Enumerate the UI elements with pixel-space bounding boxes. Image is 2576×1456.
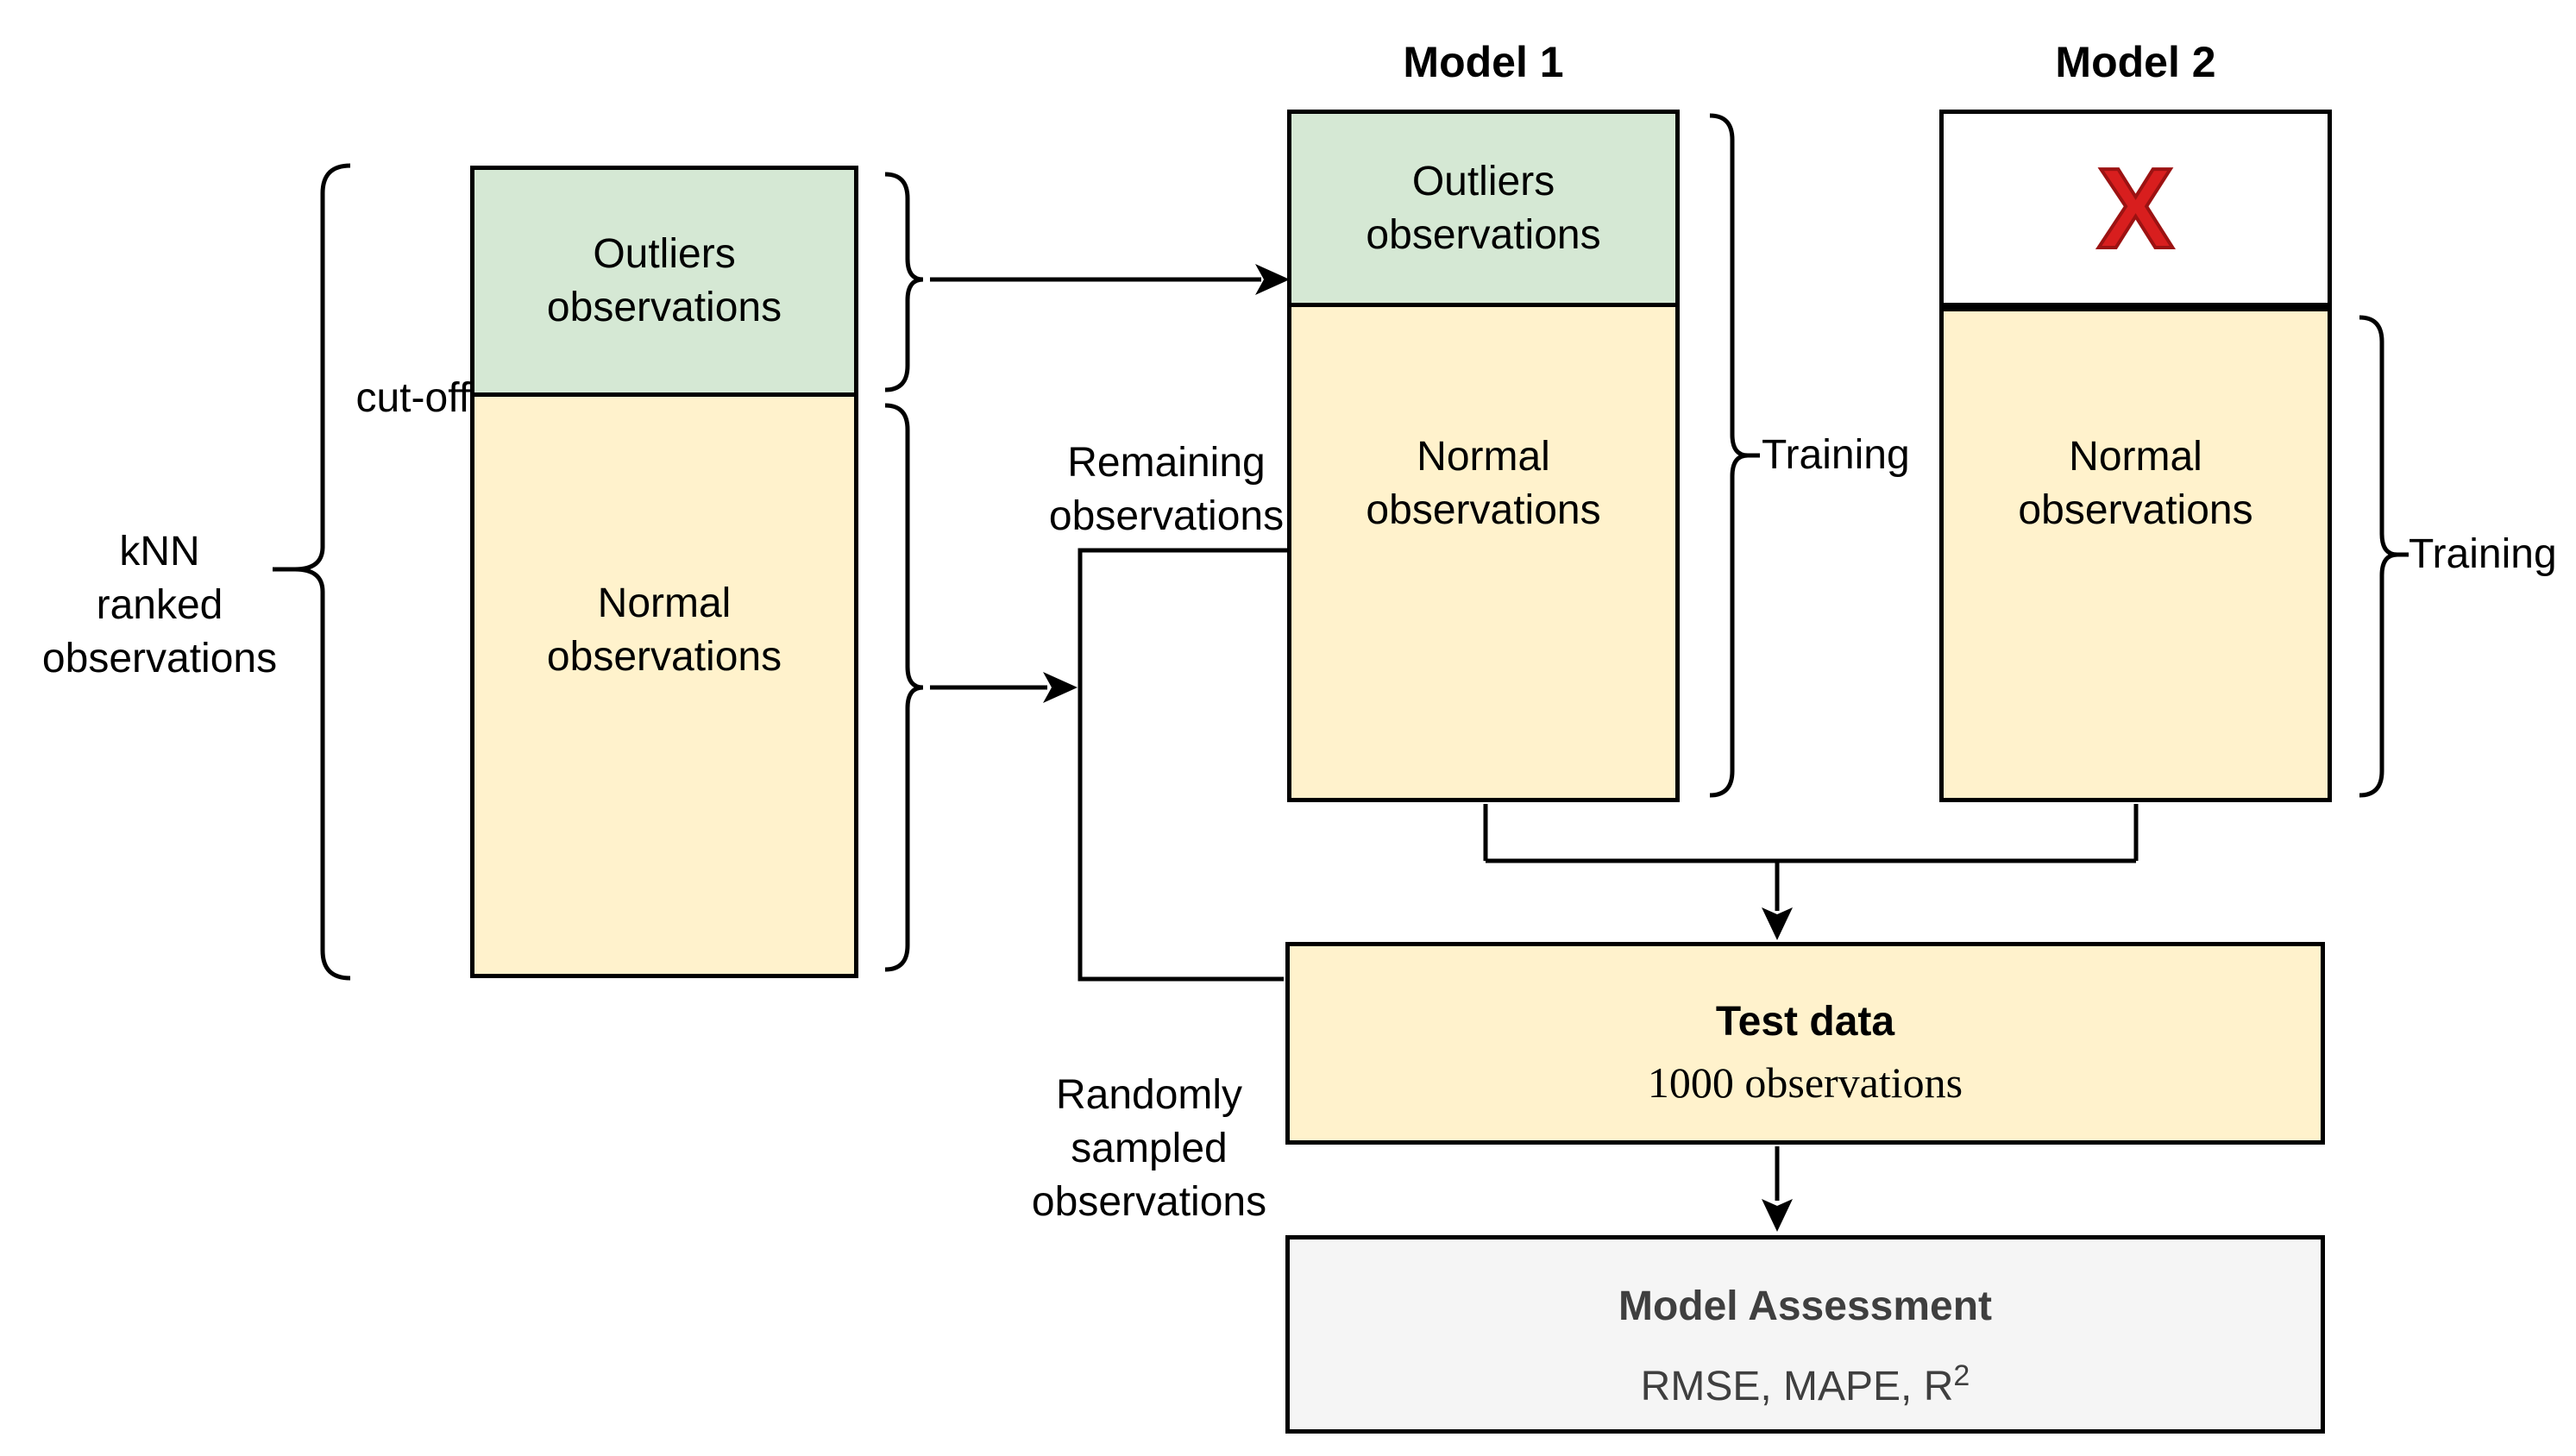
model2-removed-outliers-section: X bbox=[1944, 114, 2328, 311]
assessment-title: Model Assessment bbox=[1618, 1283, 1993, 1329]
test-data-subtitle: 1000 observations bbox=[1647, 1058, 1963, 1107]
model1-training-brace-icon bbox=[1709, 113, 1760, 798]
randomly-sampled-label: Randomly sampled observations bbox=[1031, 1072, 1267, 1225]
left-stack-normal-label: Normal observations bbox=[546, 581, 782, 680]
remaining-observations-label: Remaining observations bbox=[1048, 440, 1285, 539]
arrow-join-to-test-head bbox=[1762, 907, 1793, 940]
arrow-test-to-assessment-head bbox=[1762, 1199, 1793, 1232]
model-assessment-box: Model Assessment RMSE, MAPE, R2 bbox=[1285, 1235, 2325, 1434]
model1-box: Outliers observations Normal observation… bbox=[1287, 110, 1680, 802]
model2-training-brace-icon bbox=[2359, 315, 2409, 798]
knn-ranked-label: kNN ranked observations bbox=[13, 525, 306, 686]
outliers-section-brace-icon bbox=[884, 172, 924, 392]
left-stack-outliers-label: Outliers observations bbox=[546, 231, 782, 330]
model2-title: Model 2 bbox=[2055, 38, 2216, 86]
assessment-metrics: RMSE, MAPE, R2 bbox=[1290, 1349, 2321, 1414]
arrow-normal-to-junction-head bbox=[1043, 672, 1078, 703]
left-stack-outliers-section: Outliers observations bbox=[474, 170, 854, 397]
model2-box: X Normal observations bbox=[1939, 110, 2332, 802]
remaining-observations-path bbox=[1078, 548, 1287, 982]
cutoff-label: cut-off bbox=[355, 375, 470, 421]
model1-normal-label: Normal observations bbox=[1366, 434, 1601, 533]
knn-ranked-label-line1: kNN bbox=[119, 529, 200, 574]
assessment-metrics-text: RMSE, MAPE, R bbox=[1640, 1364, 1954, 1409]
knn-ranked-stack-box: Outliers observations Normal observation… bbox=[470, 166, 858, 978]
assessment-metrics-exponent: 2 bbox=[1953, 1359, 1970, 1392]
model1-outliers-label: Outliers observations bbox=[1366, 158, 1601, 258]
test-data-box: Test data 1000 observations bbox=[1285, 942, 2325, 1145]
model2-normal-label: Normal observations bbox=[2018, 434, 2253, 533]
test-data-title: Test data bbox=[1715, 999, 1895, 1045]
model1-training-label: Training bbox=[1762, 432, 1910, 478]
knn-ranked-label-line3: observations bbox=[41, 636, 278, 681]
arrow-outliers-to-model1-head bbox=[1255, 264, 1290, 295]
model1-outliers-section: Outliers observations bbox=[1291, 114, 1675, 307]
red-x-icon: X bbox=[2095, 144, 2175, 272]
models-join-connector bbox=[1483, 804, 2139, 911]
normal-section-brace-icon bbox=[884, 403, 924, 972]
model1-title: Model 1 bbox=[1403, 38, 1564, 86]
model2-training-label: Training bbox=[2409, 531, 2557, 577]
knn-ranked-label-line2: ranked bbox=[96, 582, 223, 628]
